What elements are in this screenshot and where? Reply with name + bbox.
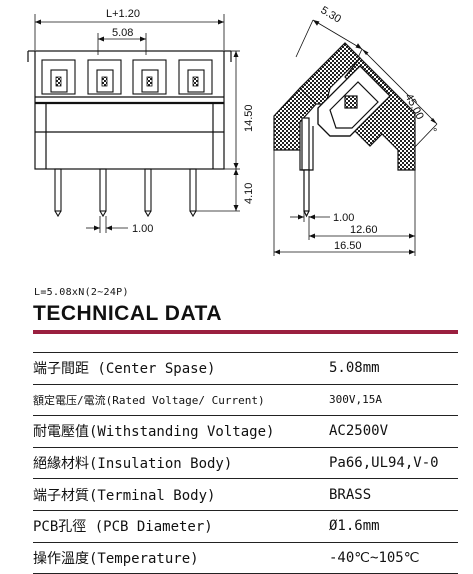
spec-label: 端子間距 (Center Spase) [33,361,216,378]
dim-side-inner: 12.60 [350,224,378,236]
spec-row: 耐電壓值(Withstanding Voltage) AC2500V [33,415,458,447]
spec-label: 絕緣材料(Insulation Body) [33,456,233,473]
spec-value: AC2500V [329,423,389,440]
dim-side-pin: 1.00 [333,212,354,224]
pins [54,168,197,218]
spec-value: 300V,15A [329,393,382,407]
spec-row: 端子材質(Terminal Body) BRASS [33,478,458,510]
spec-label: 端子材質(Terminal Body) [33,487,216,504]
dim-side-overall: 16.50 [334,240,362,252]
spec-label: 操作溫度(Temperature) [33,550,199,567]
section-heading: TECHNICAL DATA [33,302,222,325]
spec-row: 操作溫度(Temperature) -40℃~105℃ [33,541,458,574]
side-view [273,19,438,256]
spec-value: Ø1.6mm [329,518,380,535]
heading-rule [33,330,458,334]
spec-value: 5.08mm [329,360,380,377]
spec-value: -40℃~105℃ [329,549,420,566]
dim-pin-length: 4.10 [243,183,255,204]
spec-value: Pa66,UL94,V-0 [329,455,439,472]
spec-label: 額定電压/電流(Rated Voltage/ Current) [33,393,265,407]
dim-degree-mark: ° [433,127,437,139]
spec-row: 絕緣材料(Insulation Body) Pa66,UL94,V-0 [33,446,458,479]
length-formula: L=5.08xN(2~24P) [34,287,129,298]
dim-pin-width: 1.00 [132,223,153,235]
dim-height: 14.50 [243,104,255,132]
spec-value: BRASS [329,486,372,503]
technical-drawing: L+1.20 5.08 14.50 4.10 1.00 [27,4,438,256]
spec-row: 端子間距 (Center Spase) 5.08mm [33,352,458,384]
screw-heads [55,76,199,87]
dim-pitch: 5.08 [112,27,133,39]
dim-total-width: L+1.20 [106,8,140,20]
spec-label: 耐電壓值(Withstanding Voltage) [33,424,275,441]
spec-label: PCB孔徑 (PCB Diameter) [33,519,213,536]
spec-row: PCB孔徑 (PCB Diameter) Ø1.6mm [33,509,458,542]
dim-side-top: 5.30 [318,4,343,25]
spec-row: 額定電压/電流(Rated Voltage/ Current) 300V,15A [33,383,458,416]
front-view [27,14,240,233]
spec-table: 端子間距 (Center Spase) 5.08mm 額定電压/電流(Rated… [33,352,458,574]
wire-slots [41,59,213,95]
